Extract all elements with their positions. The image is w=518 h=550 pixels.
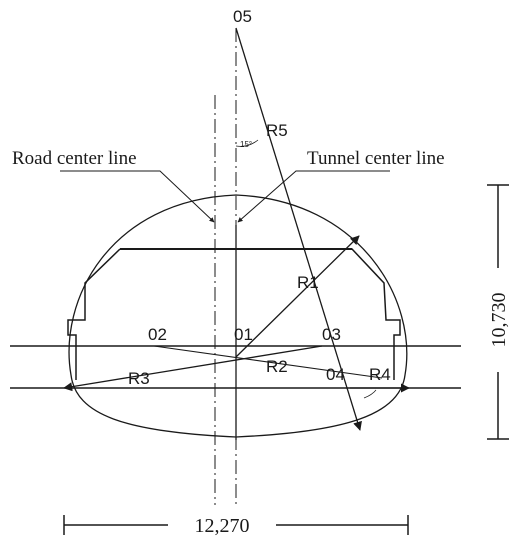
height-dimension-value: 10,730 [488, 293, 510, 348]
label-r4: R4 [369, 365, 391, 384]
tunnel-center-leader [237, 170, 390, 223]
radius-r3-line [63, 345, 323, 392]
label-o1: 01 [234, 325, 253, 344]
radius-r1-line [235, 235, 360, 358]
label-o4: 04 [326, 365, 345, 384]
label-o3: 03 [322, 325, 341, 344]
label-r3: R3 [128, 369, 150, 388]
radius-r5-line [235, 27, 362, 431]
label-angle: 15° [240, 140, 252, 149]
width-dimension-value: 12,270 [195, 515, 250, 537]
inner-lining-outline [67, 248, 401, 380]
tunnel-outline [68, 194, 408, 438]
label-o2: 02 [148, 325, 167, 344]
road-center-leader [60, 170, 215, 223]
label-o5: 05 [233, 7, 252, 26]
tunnel-center-line-label: Tunnel center line [307, 148, 445, 169]
angle-arc-small [363, 389, 377, 399]
road-center-line-label: Road center line [12, 148, 137, 169]
label-r2: R2 [266, 357, 288, 376]
label-r1: R1 [297, 273, 319, 292]
label-r5: R5 [266, 121, 288, 140]
radius-r2-line [153, 345, 383, 379]
angle-arc [235, 139, 259, 147]
